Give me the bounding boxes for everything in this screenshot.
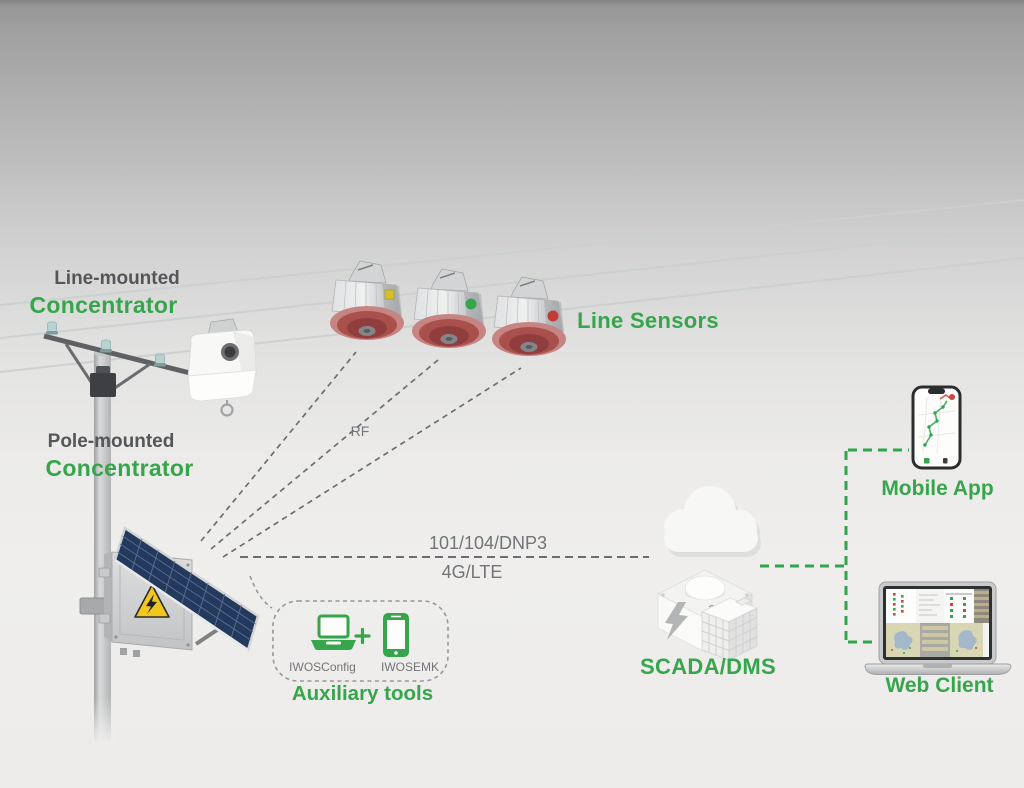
aux-tools-bubble xyxy=(272,600,449,682)
protocol-link-label: 101/104/DNP3 xyxy=(428,533,548,553)
iwosconfig-label: IWOSConfig xyxy=(289,660,356,674)
config-phone-icon xyxy=(383,613,409,657)
web-client-laptop-icon xyxy=(864,581,1012,675)
line-mounted-label: Line-mounted xyxy=(54,268,180,289)
line-sensor-icon-1 xyxy=(329,260,405,341)
pole-mounted-concentrator-label: Concentrator xyxy=(45,455,194,481)
line-mounted-concentrator-label: Concentrator xyxy=(29,292,178,318)
scada-building-icon xyxy=(656,569,759,661)
rf-link-label: RF xyxy=(350,423,370,439)
utility-pole-icon xyxy=(43,321,195,744)
web-client-label: Web Client xyxy=(885,674,994,697)
client-links xyxy=(760,448,909,644)
scada-dms-label: SCADA/DMS xyxy=(640,654,776,679)
cloud-icon xyxy=(664,486,761,557)
auxiliary-tools-label: Auxiliary tools xyxy=(291,682,434,705)
pole-mounted-label: Pole-mounted xyxy=(47,431,175,452)
line-mounted-concentrator-icon xyxy=(187,318,257,417)
pole-mounted-concentrator-icon xyxy=(79,526,260,657)
line-sensors-label: Line Sensors xyxy=(577,308,719,333)
plus-icon xyxy=(354,627,371,645)
rf-links xyxy=(200,351,522,558)
config-laptop-icon xyxy=(311,614,356,650)
mobile-app-phone-icon xyxy=(911,385,962,470)
line-sensor-icon-3 xyxy=(491,276,567,357)
mobile-app-label: Mobile App xyxy=(881,477,994,500)
aux-callout-curve xyxy=(249,575,273,609)
iwosemk-label: IWOSEMK xyxy=(380,660,439,674)
cellular-link-label: 4G/LTE xyxy=(441,562,503,582)
line-sensor-icon-2 xyxy=(411,268,487,349)
